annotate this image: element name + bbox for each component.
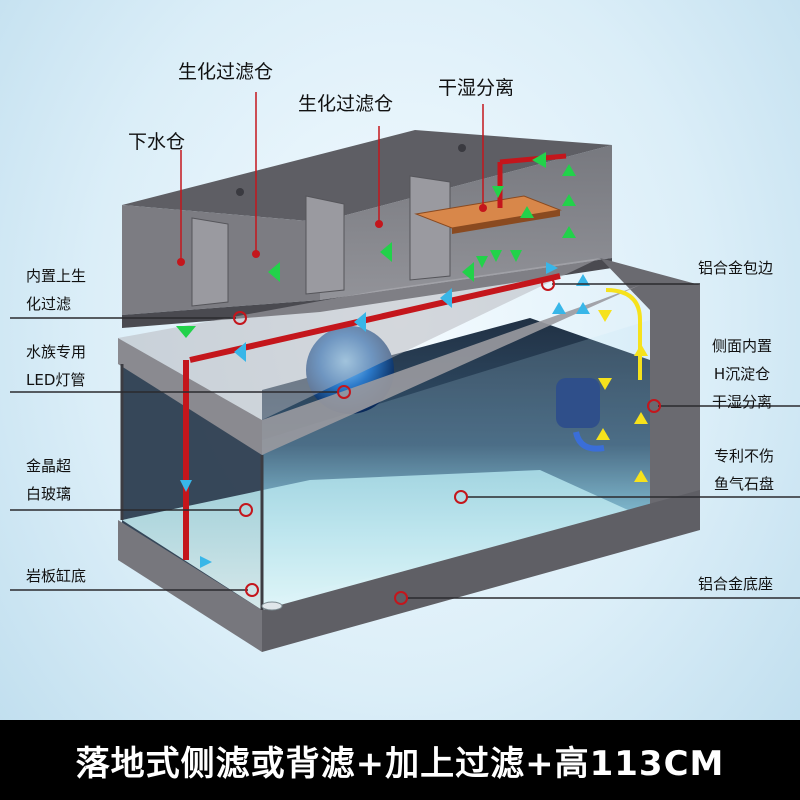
filter-partition: [305, 195, 345, 295]
top-filter-bottom: [122, 258, 612, 328]
filter-partition: [409, 175, 451, 281]
label-line: LED灯管: [26, 371, 86, 389]
top-filter-box: [122, 130, 612, 328]
flow-arrow-blue: [546, 262, 558, 274]
callout-dot: [252, 250, 260, 258]
flow-arrow-blue: [440, 288, 452, 308]
label-airstone: 专利不伤 鱼气石盘: [714, 442, 774, 498]
banner-text: 落地式侧滤或背滤+加上过滤+高113CM: [75, 743, 725, 784]
label-line: 白玻璃: [26, 485, 72, 503]
callout-lines: [180, 92, 484, 262]
label-top-filter: 内置上生 化过滤: [26, 262, 86, 318]
flow-arrow-blue: [576, 302, 590, 314]
leader-ring: [454, 490, 468, 504]
lid-hole: [458, 144, 466, 152]
red-pipes: [183, 153, 567, 560]
label-glass: 金晶超 白玻璃: [26, 452, 71, 508]
label-drain-chamber: 下水仓: [128, 131, 186, 153]
label-bio-filter-1: 生化过滤仓: [178, 61, 274, 83]
label-led: 水族专用 LED灯管: [26, 338, 86, 394]
flow-arrow-green: [562, 194, 576, 206]
top-return-pipe: [499, 153, 567, 165]
label-line: 侧面内置: [712, 337, 773, 355]
leader-ring: [394, 591, 408, 605]
label-bio-filter-2: 生化过滤仓: [298, 93, 394, 115]
tank-top-frame-left: [118, 338, 262, 455]
return-pipe: [189, 273, 561, 363]
flow-arrow-green: [562, 164, 576, 176]
label-slate-base: 岩板缸底: [26, 567, 87, 585]
flow-arrow-blue: [576, 274, 590, 286]
leader-ring: [541, 277, 555, 291]
label-dry-wet: 干湿分离: [438, 77, 515, 99]
label-side-chamber: 侧面内置 H沉淀仓 干湿分离: [712, 332, 772, 416]
flow-arrow-green: [462, 262, 474, 282]
airstone-disc: [261, 601, 283, 611]
flow-arrow-blue: [234, 342, 246, 362]
flow-arrow-green: [532, 152, 546, 168]
yellow-tube: [605, 288, 642, 380]
tank-base-left: [118, 520, 262, 652]
tank-base-front: [262, 490, 700, 652]
callout-dots: [177, 204, 487, 266]
leader-rings: [233, 277, 661, 605]
flow-arrows: [176, 152, 648, 568]
blue-hose: [573, 431, 605, 452]
label-line: 内置上生: [26, 267, 87, 285]
pump: [556, 378, 600, 428]
flow-arrow-green: [476, 256, 488, 268]
label-line: 干湿分离: [712, 393, 773, 411]
filter-partition: [191, 217, 229, 307]
flow-arrow-green: [510, 250, 522, 262]
flow-arrow-yellow: [634, 412, 648, 424]
label-line: 金晶超: [26, 457, 72, 475]
flow-arrow-yellow: [634, 470, 648, 482]
tank-top-opening: [118, 258, 600, 420]
leader-ring: [245, 583, 259, 597]
label-line: H沉淀仓: [713, 365, 771, 383]
leader-ring: [647, 399, 661, 413]
lid-hole: [236, 188, 244, 196]
label-line: 专利不伤: [714, 447, 775, 465]
leader-lines: [10, 283, 800, 599]
leader-ring: [337, 385, 351, 399]
leader-ring: [233, 311, 247, 325]
callout-dot: [177, 258, 185, 266]
label-line: 化过滤: [26, 295, 72, 313]
flow-arrow-yellow: [598, 378, 612, 390]
label-aluminum-edge: 铝合金包边: [698, 259, 774, 277]
flow-arrow-yellow: [596, 428, 610, 440]
flow-arrow-blue: [354, 312, 366, 332]
label-aluminum-base: 铝合金底座: [698, 575, 774, 593]
flow-arrow-blue: [180, 480, 192, 492]
callout-dot: [479, 204, 487, 212]
leader-ring: [239, 503, 253, 517]
tank-floor: [122, 470, 650, 610]
front-glass: [262, 320, 650, 640]
flow-arrow-green: [268, 262, 280, 282]
flow-arrow-green: [520, 206, 534, 218]
flow-arrow-green: [562, 226, 576, 238]
tank-right-wall: [600, 258, 700, 520]
main-tank: [118, 258, 700, 652]
callout-dot: [375, 220, 383, 228]
aquarium-illustration: [10, 92, 800, 652]
label-line: 水族专用: [26, 343, 87, 361]
flow-arrow-green: [492, 186, 504, 198]
dry-wet-tray-edge: [452, 210, 560, 234]
top-filter-lid: [122, 130, 612, 222]
flow-arrow-green: [380, 242, 392, 262]
flow-arrow-blue: [552, 302, 566, 314]
flow-arrow-yellow: [598, 310, 612, 322]
bottom-banner: 落地式侧滤或背滤+加上过滤+高113CM: [0, 720, 800, 800]
flow-arrow-green: [490, 250, 502, 262]
flow-arrow-yellow: [634, 344, 648, 356]
flow-arrow-green: [176, 326, 196, 338]
flow-arrow-blue: [200, 556, 212, 568]
label-line: 鱼气石盘: [714, 475, 775, 493]
tank-top-frame-front: [262, 285, 640, 455]
